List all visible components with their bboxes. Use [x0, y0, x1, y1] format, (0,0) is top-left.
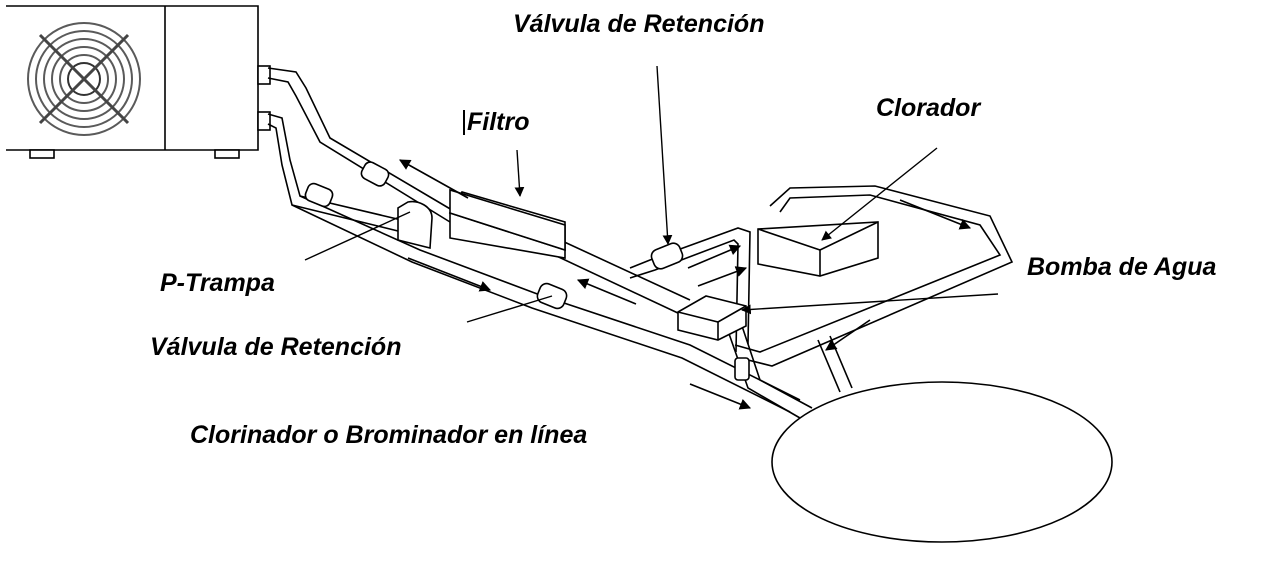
filter-box: [448, 188, 566, 259]
fitting-upper: [360, 161, 390, 187]
chlorinator-box: [757, 221, 879, 277]
label-water-pump: Bomba de Agua: [1027, 253, 1217, 281]
elbow: [734, 357, 750, 381]
flow-arrows: [399, 159, 972, 410]
p-trap: [397, 200, 433, 250]
label-filter: Filtro: [463, 110, 530, 135]
fan-grille-icon: [27, 22, 141, 136]
check-valve-upper: [650, 242, 684, 270]
pipes: [267, 67, 1014, 419]
label-check-valve-top: Válvula de Retención: [513, 10, 765, 38]
pump-box: [677, 295, 747, 341]
leader-lines: [304, 65, 999, 323]
heat-pump-unit: [6, 5, 271, 159]
label-chlorinator: Clorador: [876, 94, 981, 122]
label-inline-chlorinator: Clorinador o Brominador en línea: [190, 421, 588, 449]
label-check-valve-bottom: Válvula de Retención: [150, 333, 402, 361]
pool: [771, 381, 1113, 543]
fitting-lower: [304, 182, 334, 208]
label-p-trap: P-Trampa: [160, 269, 275, 297]
